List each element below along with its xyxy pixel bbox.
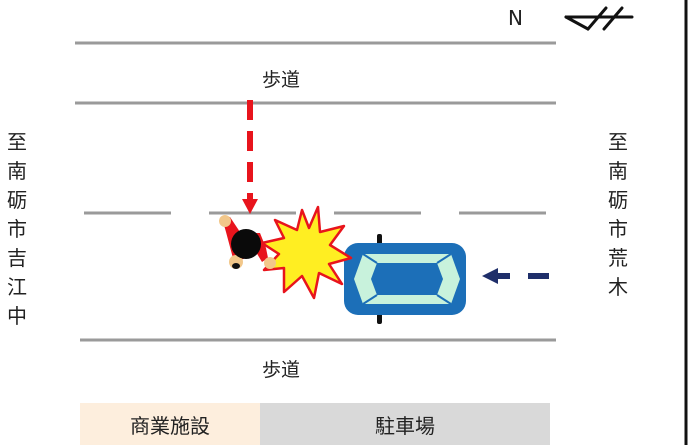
commercial-facility-label: 商業施設 — [130, 413, 210, 438]
vertical-char: 中 — [7, 304, 27, 328]
parking-lot-label: 駐車場 — [375, 413, 435, 438]
vehicle-path-arrow — [482, 268, 549, 284]
vertical-char: 南 — [7, 159, 27, 183]
vertical-char: 吉 — [7, 246, 27, 270]
vertical-char: 木 — [608, 275, 628, 299]
north-label: N — [508, 6, 523, 30]
vertical-char: 砺 — [608, 188, 628, 212]
parking-lot-block: 駐車場 — [260, 403, 550, 445]
vertical-char: 至 — [7, 130, 27, 154]
sidewalk-label-top: 歩道 — [262, 69, 301, 91]
north-arrow-icon — [564, 6, 634, 31]
vertical-char: 至 — [608, 130, 628, 154]
collision-burst-icon — [260, 205, 353, 300]
pedestrian-path-arrow — [242, 100, 258, 214]
vertical-char: 江 — [7, 275, 27, 299]
sidewalk-label-bottom: 歩道 — [262, 359, 301, 381]
direction-label-right: 至南砺市荒木 — [606, 128, 630, 302]
car-icon — [344, 234, 466, 324]
vertical-char: 南 — [608, 159, 628, 183]
direction-label-left: 至南砺市吉江中 — [5, 128, 29, 331]
pedestrian-icon — [219, 215, 276, 269]
vertical-char: 市 — [608, 217, 628, 241]
commercial-facility-block: 商業施設 — [80, 403, 260, 445]
vertical-char: 砺 — [7, 188, 27, 212]
vertical-char: 荒 — [608, 246, 628, 270]
vertical-char: 市 — [7, 217, 27, 241]
